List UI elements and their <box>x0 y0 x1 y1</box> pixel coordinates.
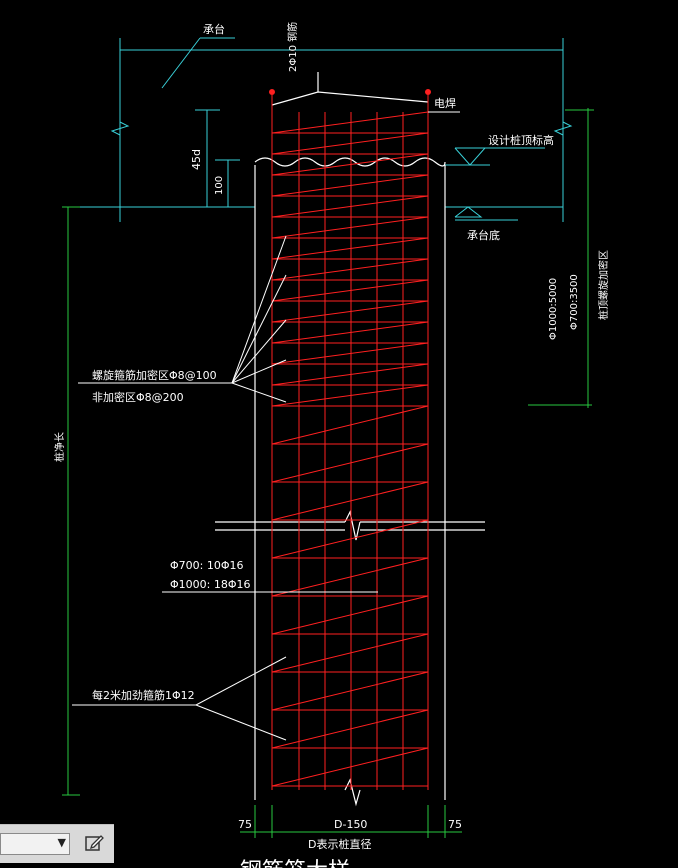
reinforce-length-1000: Φ1000:5000 <box>548 278 559 340</box>
spiral-hoop <box>271 111 429 134</box>
cover-left-dim: 75 <box>238 818 252 831</box>
pile-length-label: 桩净长 <box>53 432 66 462</box>
spiral-hoop <box>271 195 429 218</box>
spiral-hoop <box>271 300 429 323</box>
pile-outline <box>215 72 485 807</box>
cap-label: 承台 <box>203 22 225 36</box>
spiral-hoop <box>271 557 429 597</box>
spiral-hoop <box>271 481 429 521</box>
stiffener-label: 每2米加劲箍筋1Φ12 <box>92 688 195 702</box>
reinforce-length-700: Φ700:3500 <box>569 274 580 330</box>
edit-icon <box>85 835 104 851</box>
spiral-hoop <box>271 384 429 407</box>
spiral-hoop <box>271 237 429 260</box>
spiral-hoop <box>271 747 429 787</box>
rebar-cage <box>269 89 431 790</box>
spiral-hoop <box>271 279 429 302</box>
drawing-title: 钢筋笼大样 <box>240 859 350 868</box>
spiral-hoop <box>271 363 429 386</box>
diameter-note: D表示桩直径 <box>308 837 371 851</box>
layer-dropdown[interactable]: ▼ <box>0 833 70 855</box>
cap-bottom-label: 承台底 <box>467 228 500 242</box>
spiral-hoop <box>271 342 429 365</box>
dimension-lines <box>62 108 594 838</box>
spiral-hoop <box>271 595 429 635</box>
weld-point <box>269 89 275 95</box>
spiral-hoop <box>271 633 429 673</box>
weld-point <box>425 89 431 95</box>
spiral-hoop <box>271 132 429 155</box>
cad-toolbar: ▼ <box>0 824 114 863</box>
design-elevation-label: 设计桩顶标高 <box>488 133 554 147</box>
pile-cap-outline <box>68 37 573 222</box>
leader-lines <box>72 111 460 741</box>
spiral-hoop <box>271 321 429 344</box>
main-bars-1000-label: Φ1000: 18Φ16 <box>170 578 251 591</box>
spiral-hoop <box>271 216 429 239</box>
spiral-dense-label: 螺旋箍筋加密区Φ8@100 <box>92 368 217 382</box>
spiral-hoop <box>271 443 429 483</box>
chevron-down-icon: ▼ <box>57 836 66 849</box>
spiral-hoop <box>271 709 429 749</box>
spiral-hoop <box>271 153 429 176</box>
spiral-hoop <box>271 174 429 197</box>
cover-right-dim: 75 <box>448 818 462 831</box>
embed-depth-label: 100 <box>214 176 225 195</box>
reinforce-zone-label: 桩顶螺旋加密区 <box>597 250 610 320</box>
anchor-length-label: 45d <box>190 149 203 170</box>
spiral-normal-label: 非加密区Φ8@200 <box>92 390 184 404</box>
spiral-hoop <box>271 258 429 281</box>
weld-label: 电焊 <box>434 96 456 110</box>
spiral-hoop <box>271 671 429 711</box>
spiral-hoop <box>271 405 429 445</box>
core-dim: D-150 <box>334 818 367 831</box>
top-bars-label: 2Φ10 钢筋 <box>286 22 299 72</box>
spiral-hoop <box>271 519 429 559</box>
main-bars-700-label: Φ700: 10Φ16 <box>170 559 244 572</box>
edit-button[interactable] <box>80 829 108 857</box>
